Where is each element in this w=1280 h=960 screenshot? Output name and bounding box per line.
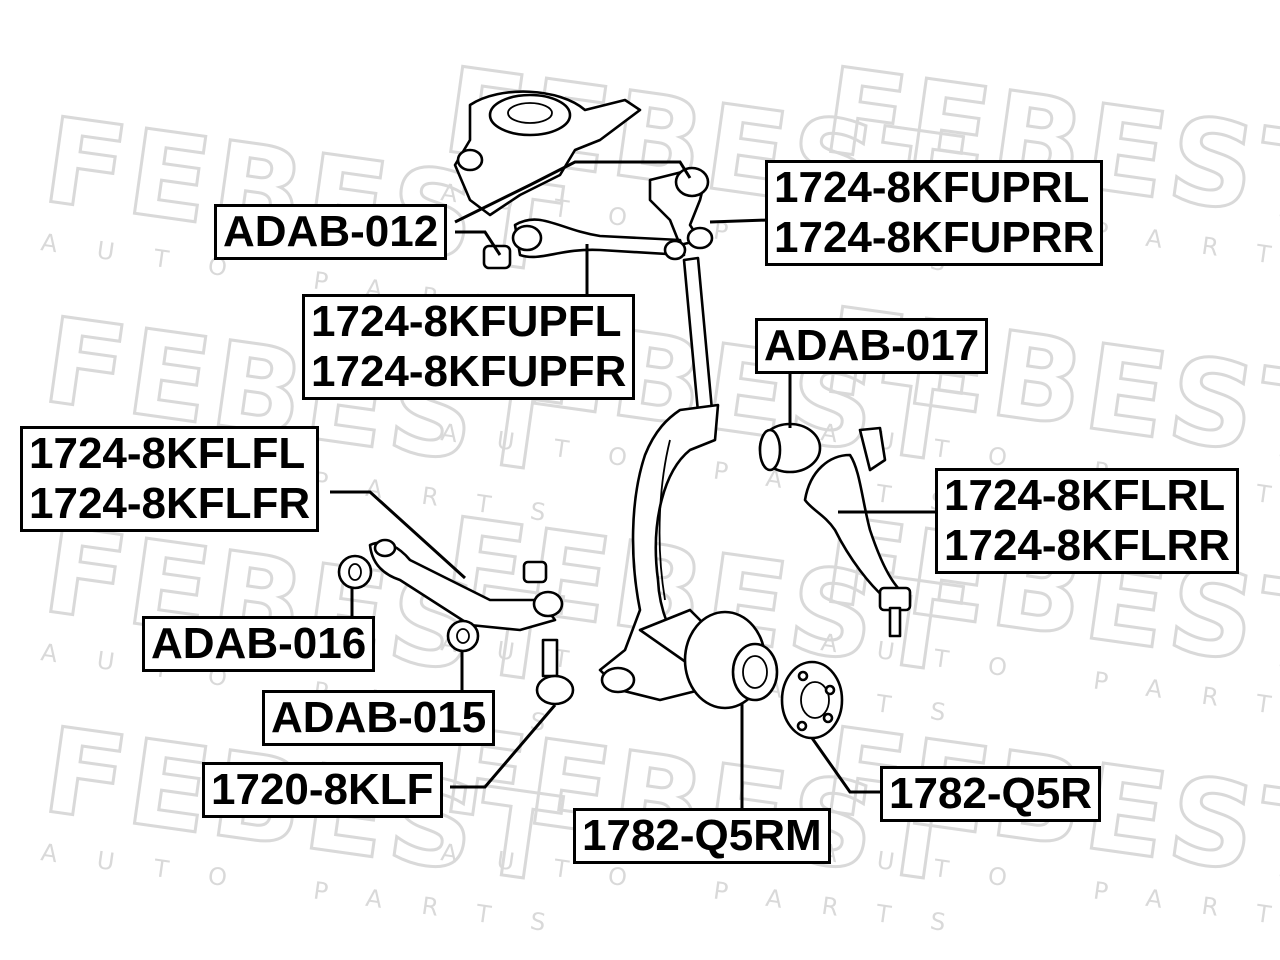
part-number: 1724-8KFLFR bbox=[29, 479, 311, 528]
ball-joint-drawing bbox=[535, 638, 575, 706]
label-adab-012: ADAB-012 bbox=[214, 204, 448, 260]
leader-adab-012-top bbox=[454, 160, 692, 224]
part-number: 1724-8KFUPFL bbox=[311, 297, 622, 346]
leader-adab-012 bbox=[455, 230, 502, 256]
part-number: 1724-8KFUPRL bbox=[774, 163, 1090, 212]
leader-ball-joint bbox=[450, 704, 557, 789]
part-number: ADAB-016 bbox=[151, 619, 367, 668]
label-upper-rear-arm: 1724-8KFUPRL 1724-8KFUPRR bbox=[765, 160, 1104, 266]
leader-lower-front bbox=[330, 490, 467, 580]
label-ball-joint: 1720-8KLF bbox=[202, 762, 443, 818]
part-number: 1782-Q5R bbox=[889, 769, 1093, 818]
vertical-link bbox=[682, 256, 714, 414]
part-number: ADAB-012 bbox=[223, 207, 439, 256]
part-number: 1782-Q5RM bbox=[582, 811, 822, 860]
label-upper-front-arm: 1724-8KFUPFL 1724-8KFUPFR bbox=[302, 294, 636, 400]
upper-rear-arm bbox=[648, 166, 714, 250]
part-number: ADAB-015 bbox=[271, 693, 487, 742]
label-hub: 1782-Q5R bbox=[880, 766, 1102, 822]
bushing-adab-016 bbox=[337, 554, 373, 590]
leader-lines bbox=[330, 160, 938, 812]
part-number: 1724-8KFUPFR bbox=[311, 347, 627, 396]
label-lower-front-arm: 1724-8KFLFL 1724-8KFLFR bbox=[20, 426, 320, 532]
upper-front-arm bbox=[482, 218, 687, 270]
part-number: 1720-8KLF bbox=[211, 765, 434, 814]
part-number: 1724-8KFLRR bbox=[944, 521, 1231, 570]
wheel-hub-drawing bbox=[780, 660, 844, 740]
label-hub-bearing: 1782-Q5RM bbox=[573, 808, 831, 864]
upper-knuckle-mount bbox=[453, 90, 642, 217]
leader-upper-rear bbox=[709, 218, 769, 224]
label-adab-017: ADAB-017 bbox=[755, 318, 989, 374]
label-adab-016: ADAB-016 bbox=[142, 616, 376, 672]
part-number: 1724-8KFUPRR bbox=[774, 213, 1095, 262]
lower-rear-arm bbox=[803, 426, 912, 638]
leader-hub bbox=[810, 737, 883, 794]
part-number: 1724-8KFLRL bbox=[944, 471, 1226, 520]
bushing-adab-015 bbox=[446, 619, 480, 653]
label-adab-015: ADAB-015 bbox=[262, 690, 496, 746]
part-number: ADAB-017 bbox=[764, 321, 980, 370]
lower-front-arm bbox=[368, 538, 564, 632]
hub-bearing-drawing bbox=[683, 610, 779, 710]
part-number: 1724-8KFLFL bbox=[29, 429, 306, 478]
label-lower-rear-arm: 1724-8KFLRL 1724-8KFLRR bbox=[935, 468, 1240, 574]
bushing-adab-017 bbox=[758, 422, 822, 474]
